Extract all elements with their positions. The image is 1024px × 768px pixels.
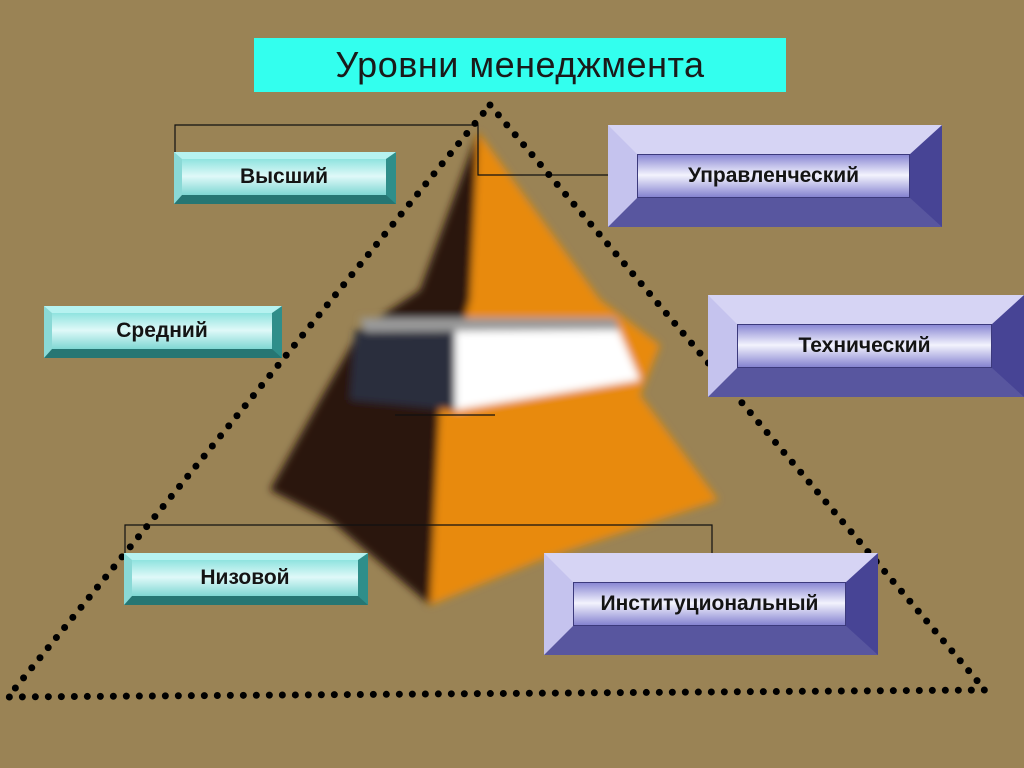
role-technical-label: Технический [737,324,992,368]
level-middle-label: Средний [52,313,272,349]
pyramid-illustration [270,132,718,605]
role-managerial-box: Управленческий [608,125,942,227]
role-institutional-label: Институциональный [573,582,846,626]
level-top-box: Высший [174,152,396,204]
level-bottom-box: Низовой [124,553,368,605]
slide-title: Уровни менеджмента [254,38,786,92]
connector-bottom [124,524,713,565]
role-institutional-box: Институциональный [544,553,878,655]
role-technical-box: Технический [708,295,1024,397]
pyramid-band-light [455,322,640,410]
pyramid-band-edge [360,318,620,332]
level-top-label: Высший [182,159,386,195]
level-middle-box: Средний [44,306,282,358]
pyramid-band-dark [350,330,455,410]
role-managerial-label: Управленческий [637,154,910,198]
level-bottom-label: Низовой [132,560,358,596]
